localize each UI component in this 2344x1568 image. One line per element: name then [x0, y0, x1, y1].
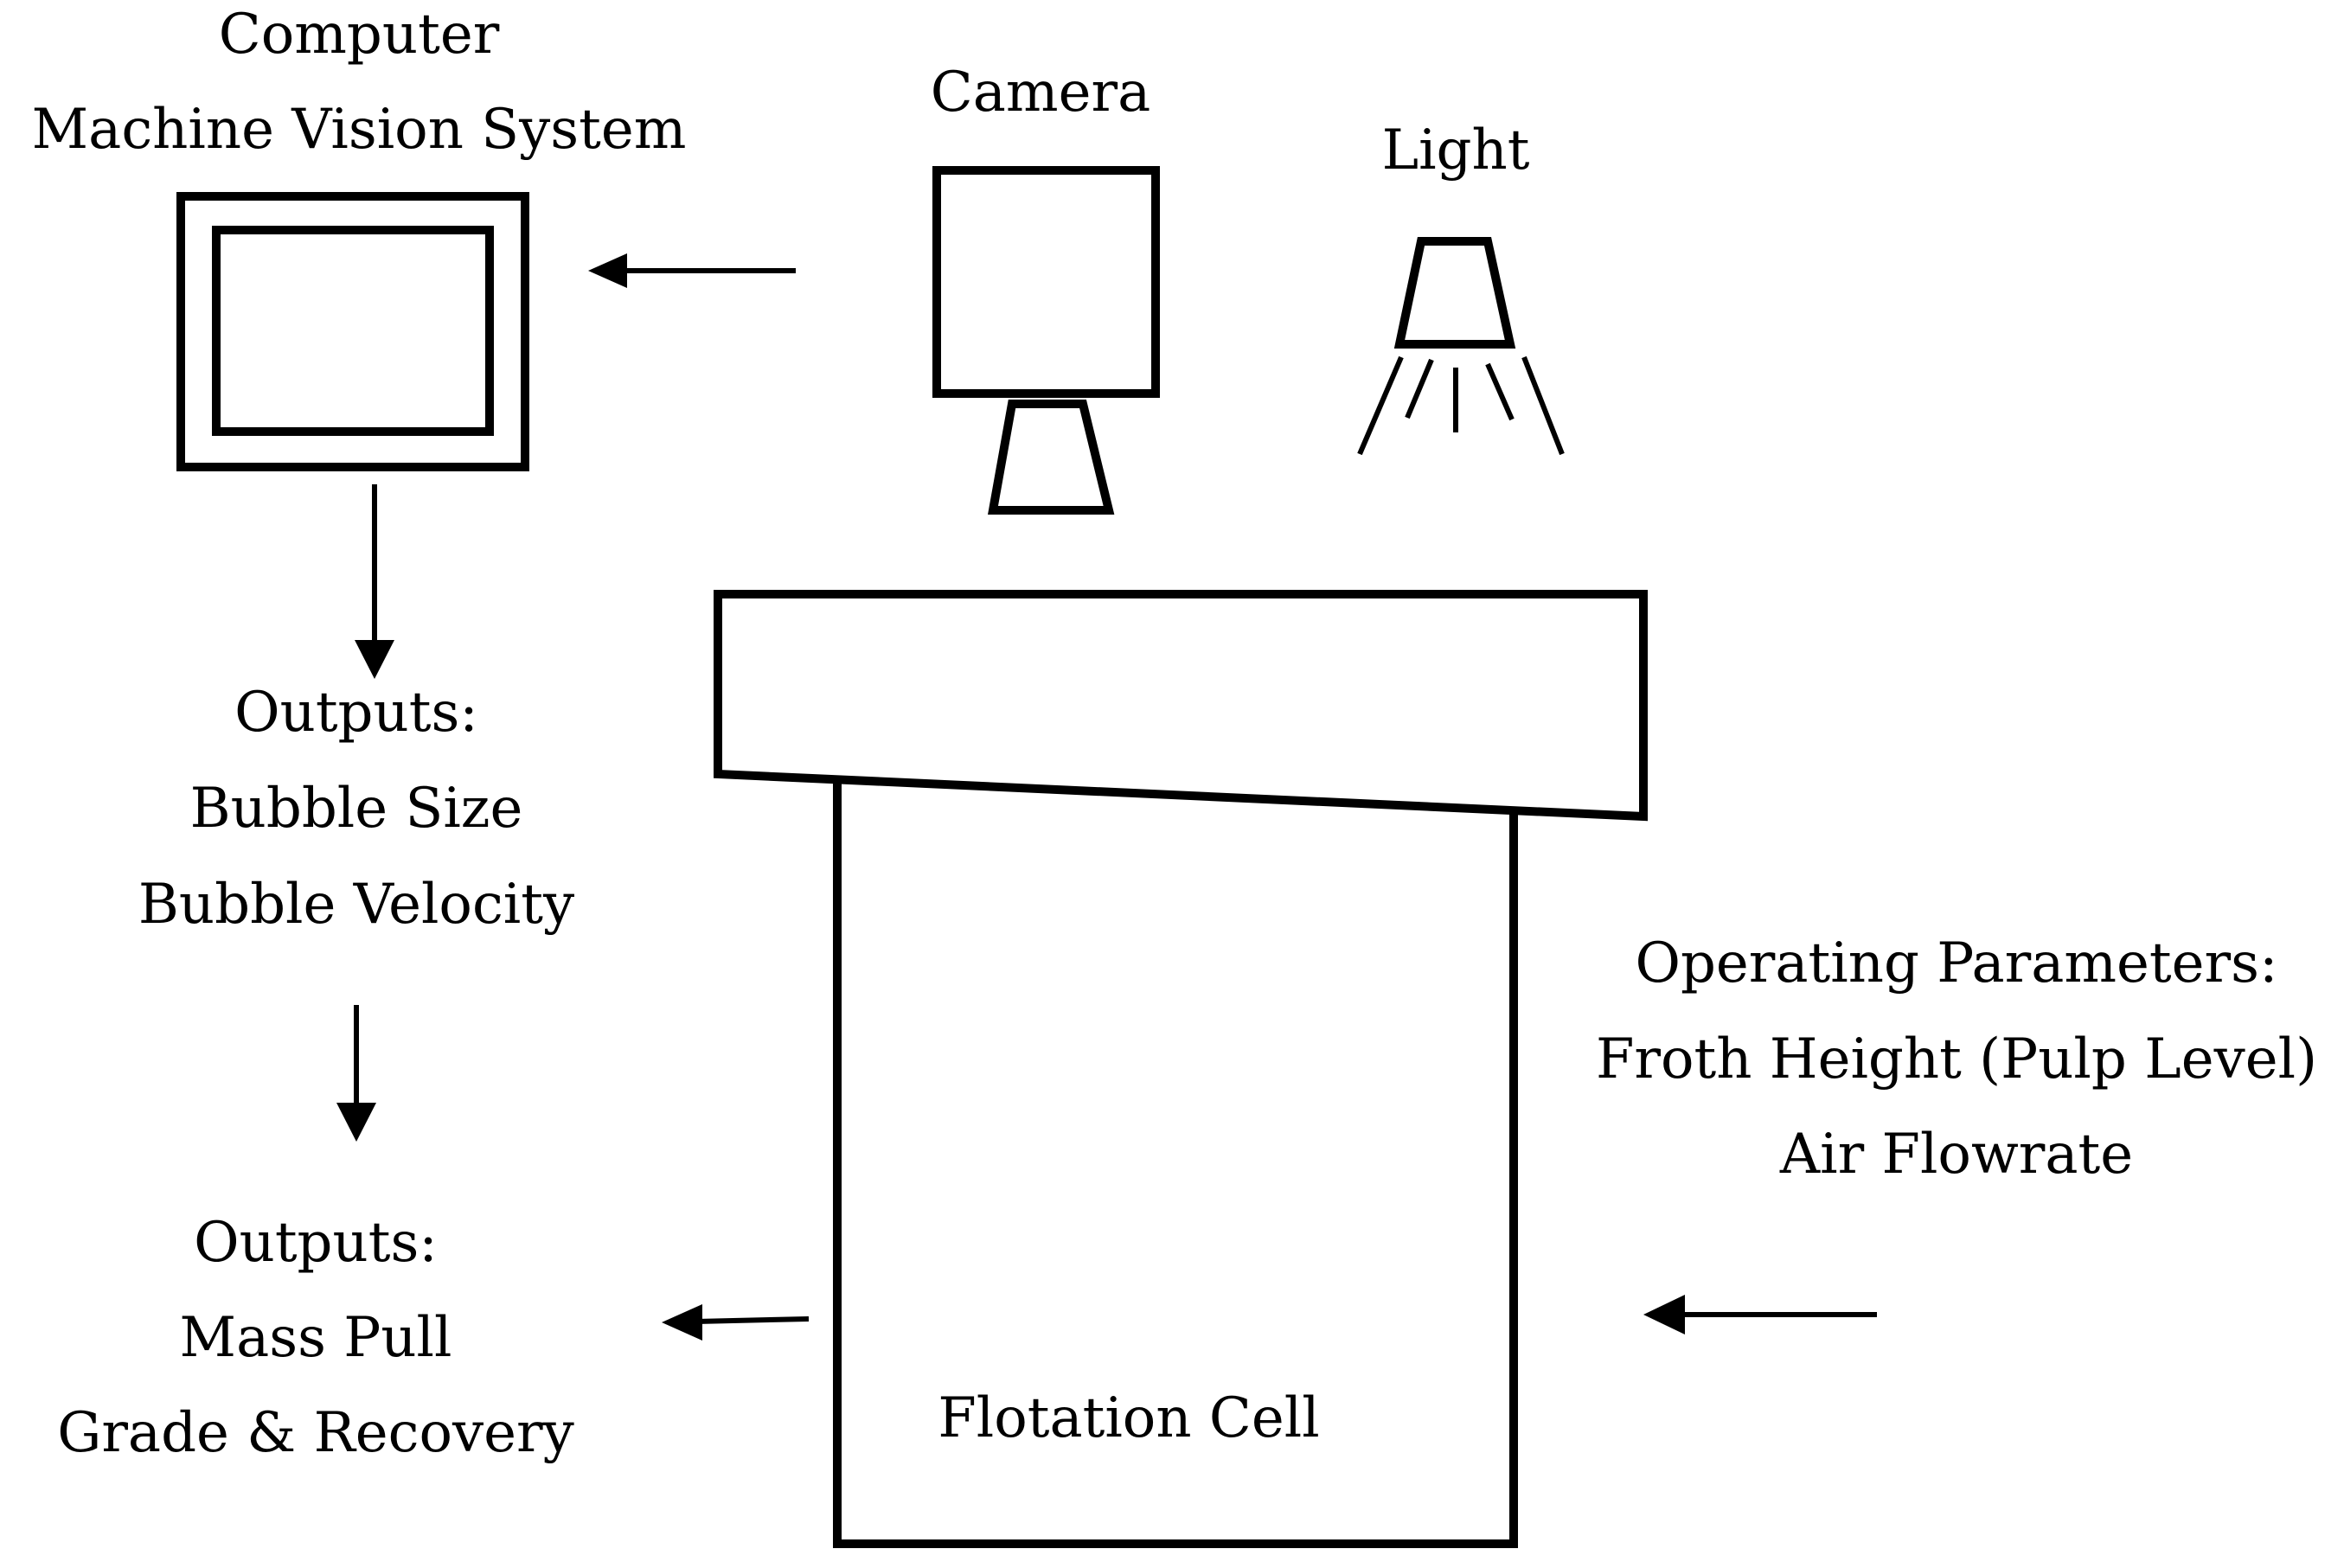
camera-label: Camera — [930, 61, 1151, 125]
process-outputs-heading: Outputs: — [194, 1211, 438, 1275]
flotation-cell-shape — [714, 590, 1648, 1548]
image-outputs-heading: Outputs: — [234, 681, 478, 745]
light-ray-4 — [1485, 362, 1515, 421]
arrow-camera-to-computer — [588, 253, 796, 288]
lamp-shade — [1393, 237, 1516, 349]
operating-parameters-heading: Operating Parameters: — [1635, 931, 2278, 995]
arrow-outputs-to-outputs — [336, 1005, 376, 1142]
flotation-cell-label: Flotation Cell — [938, 1386, 1320, 1450]
image-output-item: Bubble Size — [189, 777, 523, 841]
camera-body — [932, 166, 1160, 398]
arrow-cell-to-outputs — [662, 1304, 810, 1341]
process-output-item: Grade & Recovery — [57, 1401, 574, 1465]
camera-lens — [988, 400, 1115, 515]
light-ray-2 — [1405, 358, 1434, 419]
computer-title-line2: Machine Vision System — [31, 98, 687, 162]
light-label: Light — [1381, 118, 1530, 182]
image-output-item: Bubble Velocity — [138, 873, 575, 937]
camera-icon — [932, 166, 1160, 515]
light-ray-5 — [1521, 355, 1565, 456]
arrow-computer-to-outputs — [355, 484, 394, 679]
monitor-outer-frame — [176, 192, 529, 471]
froth-launder — [714, 590, 1648, 822]
monitor-icon — [176, 192, 529, 471]
process-output-item: Mass Pull — [179, 1306, 452, 1370]
arrow-parameters-to-cell — [1643, 1295, 1877, 1334]
operating-parameter-item: Air Flowrate — [1779, 1123, 2134, 1187]
monitor-screen — [212, 226, 494, 436]
lamp-icon — [1357, 237, 1565, 456]
operating-parameter-item: Froth Height (Pulp Level) — [1595, 1027, 2318, 1091]
computer-title-line1: Computer — [218, 3, 500, 67]
light-ray-1 — [1357, 355, 1404, 456]
cell-tank — [833, 779, 1518, 1548]
